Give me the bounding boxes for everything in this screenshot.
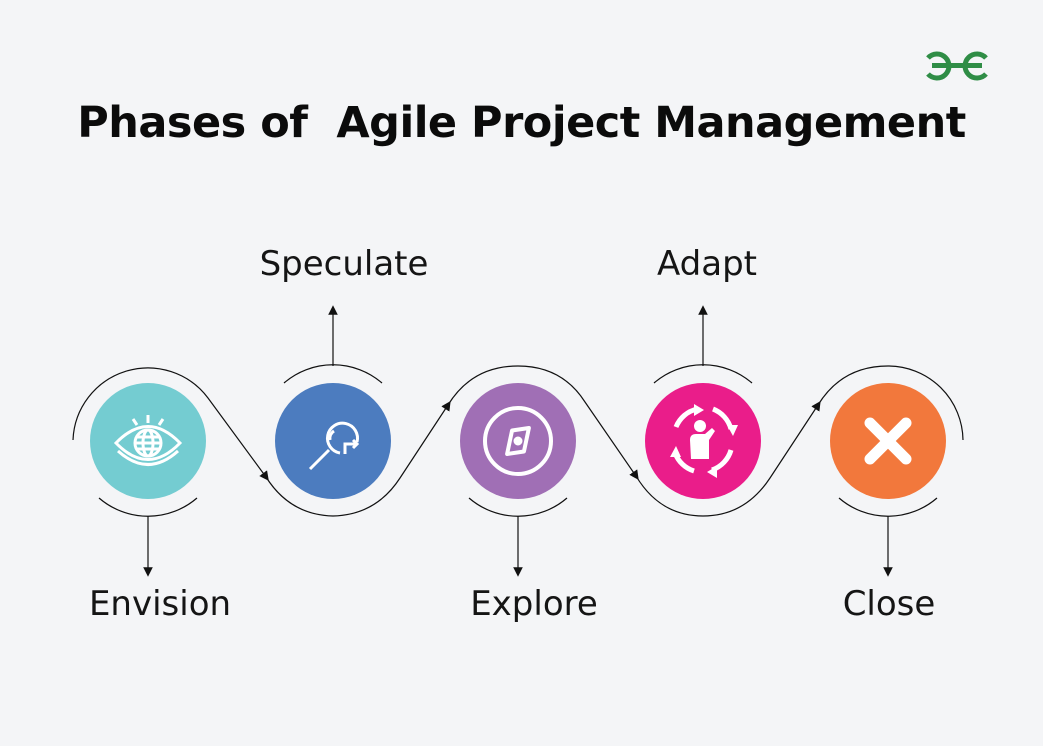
phase-explore: [460, 383, 576, 499]
phase-close: [830, 383, 946, 499]
label-explore: Explore: [470, 584, 598, 624]
close-x-icon: [864, 417, 912, 465]
phase-adapt: [645, 383, 761, 499]
label-close: Close: [842, 584, 936, 624]
label-envision: Envision: [88, 584, 232, 624]
eye-globe-icon: [113, 415, 183, 466]
label-speculate: Speculate: [259, 244, 429, 284]
gfg-logo: [926, 51, 988, 81]
phase-envision: [90, 383, 206, 499]
flow-path-envision-speculate: [72, 367, 269, 481]
magnifier-arrow-icon: [308, 421, 360, 471]
label-adapt: Adapt: [657, 244, 757, 284]
compass-icon: [483, 406, 553, 476]
person-cycle-icon: [670, 404, 738, 478]
page-title: Phases of Agile Project Management: [77, 98, 966, 148]
phase-speculate: [275, 383, 391, 499]
